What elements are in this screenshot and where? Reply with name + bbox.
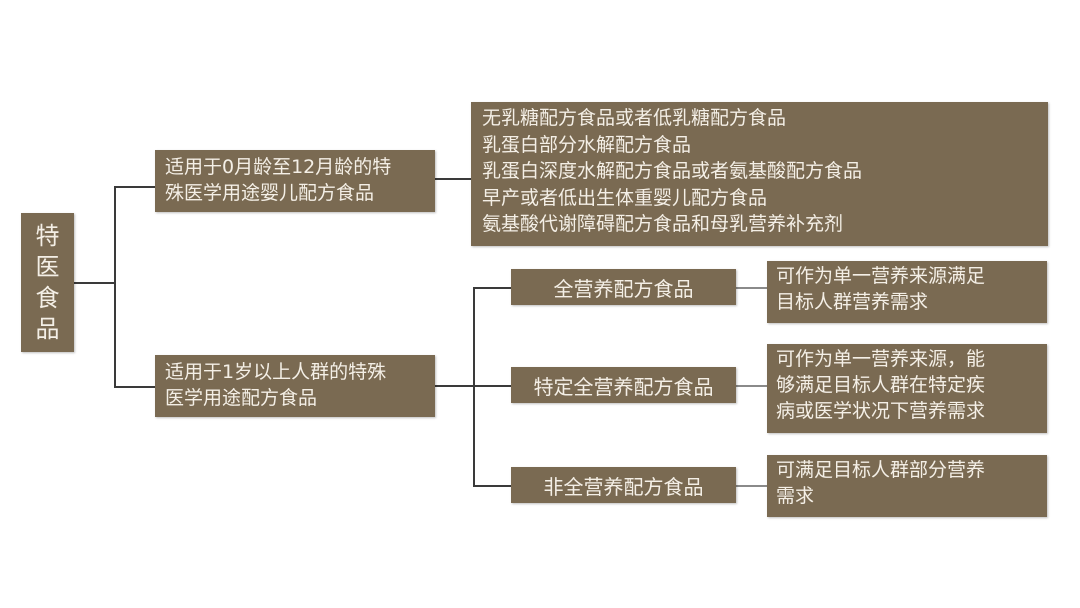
category-line: 医学用途配方食品 bbox=[165, 387, 318, 409]
connector-desc3 bbox=[736, 485, 767, 487]
list-item: 乳蛋白深度水解配方食品或者氨基酸配方食品 bbox=[482, 160, 863, 182]
subtype-non-full-nutrition: 非全营养配方食品 bbox=[511, 467, 736, 503]
list-item: 无乳糖配方食品或者低乳糖配方食品 bbox=[482, 107, 787, 129]
desc-line: 可满足目标人群部分营养 bbox=[776, 459, 986, 481]
subtype-specific-full-nutrition: 特定全营养配方食品 bbox=[511, 367, 736, 403]
desc-line: 可作为单一营养来源满足 bbox=[776, 265, 986, 287]
connector-desc2 bbox=[736, 385, 767, 387]
subtype-label: 全营养配方食品 bbox=[553, 276, 694, 301]
bracket-level1 bbox=[114, 186, 116, 388]
connector-desc1 bbox=[736, 287, 767, 289]
desc-line: 需求 bbox=[776, 485, 815, 507]
category-infant: 适用于0月龄至12月龄的特 殊医学用途婴儿配方食品 bbox=[155, 150, 435, 212]
desc-specific-full-nutrition: 可作为单一营养来源，能 够满足目标人群在特定疾 病或医学状况下营养需求 bbox=[767, 344, 1047, 433]
desc-line: 病或医学状况下营养需求 bbox=[776, 400, 986, 422]
connector-cat2-bracket bbox=[435, 385, 473, 387]
list-item: 乳蛋白部分水解配方食品 bbox=[482, 133, 692, 156]
category-line: 适用于0月龄至12月龄的特 bbox=[165, 156, 392, 178]
connector-sub3 bbox=[473, 485, 511, 487]
subtype-label: 非全营养配方食品 bbox=[543, 474, 704, 499]
connector-cat1-items bbox=[435, 178, 471, 180]
category-over-one: 适用于1岁以上人群的特殊 医学用途配方食品 bbox=[155, 355, 435, 417]
connector-root bbox=[74, 282, 114, 284]
desc-non-full-nutrition: 可满足目标人群部分营养 需求 bbox=[767, 455, 1047, 517]
connector-sub1 bbox=[473, 287, 511, 289]
infant-items-box: 无乳糖配方食品或者低乳糖配方食品 乳蛋白部分水解配方食品 乳蛋白深度水解配方食品… bbox=[471, 102, 1048, 246]
subtype-label: 特定全营养配方食品 bbox=[533, 374, 714, 399]
category-line: 殊医学用途婴儿配方食品 bbox=[165, 182, 375, 204]
list-item: 氨基酸代谢障碍配方食品和母乳营养补充剂 bbox=[482, 213, 844, 235]
root-char: 医 bbox=[35, 252, 60, 281]
desc-line: 够满足目标人群在特定疾 bbox=[776, 374, 986, 396]
connector-cat2 bbox=[114, 386, 155, 388]
desc-full-nutrition: 可作为单一营养来源满足 目标人群营养需求 bbox=[767, 261, 1047, 323]
connector-sub2 bbox=[473, 385, 511, 387]
root-node: 特 医 食 品 bbox=[21, 213, 74, 352]
desc-line: 目标人群营养需求 bbox=[776, 291, 929, 313]
connector-cat1 bbox=[114, 186, 155, 188]
root-char: 特 bbox=[35, 221, 60, 250]
list-item: 早产或者低出生体重婴儿配方食品 bbox=[482, 186, 768, 209]
category-line: 适用于1岁以上人群的特殊 bbox=[165, 361, 387, 383]
root-char: 食 bbox=[35, 283, 60, 312]
bracket-level2 bbox=[473, 287, 475, 486]
subtype-full-nutrition: 全营养配方食品 bbox=[511, 269, 736, 305]
desc-line: 可作为单一营养来源，能 bbox=[776, 348, 986, 370]
root-char: 品 bbox=[35, 314, 60, 343]
